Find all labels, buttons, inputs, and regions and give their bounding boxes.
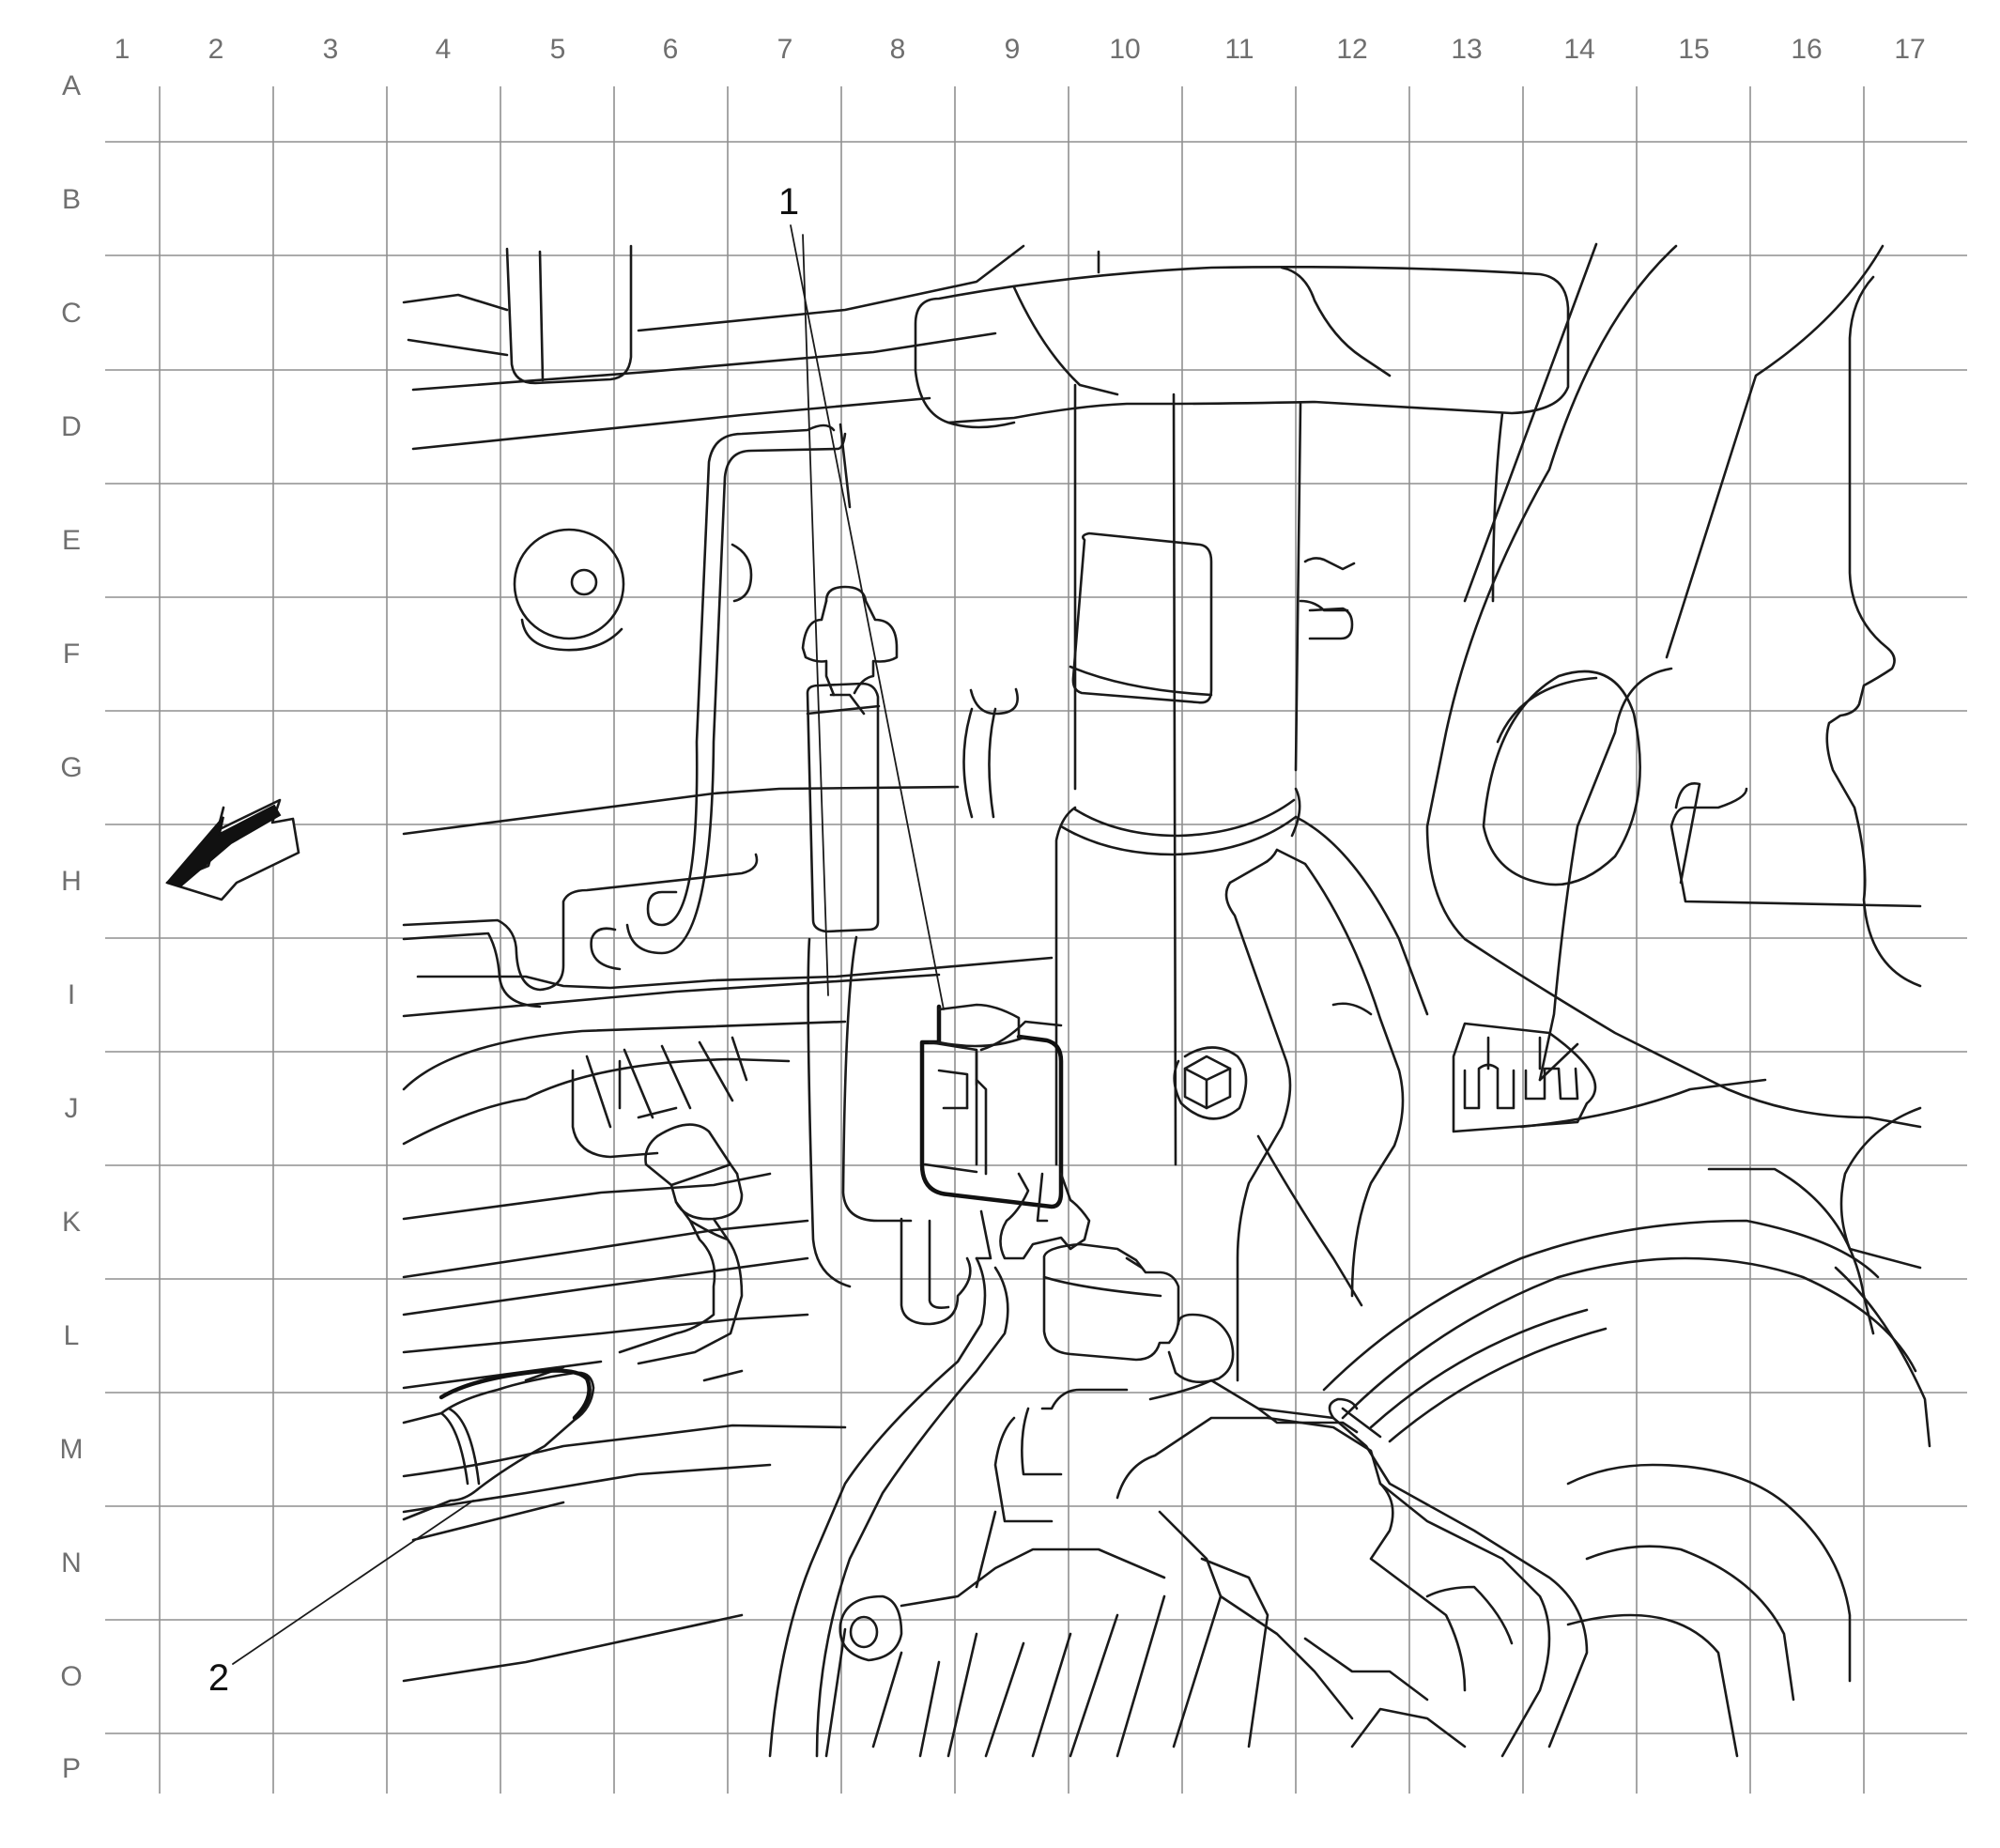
callout-1-label: 1 <box>778 181 799 223</box>
row-label: M <box>60 1434 84 1465</box>
strut-assembly <box>914 242 1598 1166</box>
row-label: B <box>62 184 81 215</box>
grid-horizontal-lines <box>105 141 1967 1734</box>
bump-stop-block <box>1069 531 1213 704</box>
column-label: 11 <box>1224 34 1254 65</box>
column-label: 3 <box>323 34 339 65</box>
brake-line-pipe <box>625 423 852 955</box>
sensor-cable-loops <box>768 1209 1009 1758</box>
column-label: 13 <box>1451 34 1482 65</box>
row-label: C <box>61 298 82 329</box>
column-label: 5 <box>550 34 566 65</box>
column-label: 2 <box>208 34 224 65</box>
harness-clips <box>1452 1022 1597 1133</box>
row-labels: A B C D E F G H I J K L M N O P <box>60 70 84 1784</box>
column-label: 14 <box>1563 34 1594 65</box>
callout-leaders <box>232 224 945 1665</box>
row-label: N <box>61 1548 82 1578</box>
column-label: 7 <box>777 34 793 65</box>
column-label: 1 <box>115 34 131 65</box>
strut-tab-pin <box>1299 557 1356 640</box>
brake-caliper <box>1115 1378 1589 1758</box>
column-labels: 1 2 3 4 5 6 7 8 9 10 11 12 13 14 15 16 1… <box>115 34 1926 65</box>
row-label: L <box>64 1320 80 1351</box>
wheel-speed-sensor-connector <box>919 687 1064 1209</box>
row-label: F <box>63 639 80 670</box>
row-label: E <box>62 525 81 556</box>
sensor-harness-connector <box>1042 1242 1235 1384</box>
round-grommet <box>513 528 753 652</box>
brake-disc-hub <box>1322 1167 1931 1758</box>
upper-left-body-panel <box>402 244 1100 451</box>
callout-2-leader <box>232 1500 474 1665</box>
column-label: 17 <box>1894 34 1925 65</box>
row-label: D <box>61 411 82 442</box>
forward-direction-arrow-icon <box>165 798 300 901</box>
callout-2-label: 2 <box>208 1657 229 1699</box>
cable-end-boot <box>402 1368 595 1521</box>
column-label: 8 <box>890 34 906 65</box>
line-art <box>402 242 1931 1758</box>
callout-1-leader-secondary <box>802 234 829 996</box>
brake-line-fitting <box>618 1106 744 1365</box>
callout-labels: 1 2 <box>208 181 799 1699</box>
row-label: A <box>62 70 81 101</box>
column-label: 12 <box>1336 34 1367 65</box>
body-access-hole <box>1482 670 1641 886</box>
row-label: G <box>60 752 82 783</box>
column-label: 10 <box>1109 34 1140 65</box>
row-label: P <box>62 1753 81 1784</box>
callout-1-leader <box>790 224 945 1010</box>
steering-knuckle-arm <box>1224 815 1429 1382</box>
row-label: H <box>61 866 82 897</box>
lower-control-bracket <box>824 1388 1269 1758</box>
sensor-mount-tab <box>999 1172 1091 1260</box>
column-label: 4 <box>436 34 452 65</box>
row-label: K <box>62 1207 81 1238</box>
right-wheel-arch <box>1425 244 1922 1270</box>
row-label: J <box>65 1093 79 1124</box>
sensor-connector-pigtail <box>801 585 913 1288</box>
grid-vertical-lines <box>159 86 1865 1794</box>
column-label: 16 <box>1791 34 1822 65</box>
row-label: I <box>68 979 75 1010</box>
row-label: O <box>60 1661 82 1692</box>
column-label: 6 <box>663 34 679 65</box>
reference-grid: 1 2 3 4 5 6 7 8 9 10 11 12 13 14 15 16 1… <box>60 34 1967 1794</box>
mounting-bolt <box>1173 1046 1248 1120</box>
column-label: 9 <box>1005 34 1021 65</box>
column-label: 15 <box>1678 34 1709 65</box>
